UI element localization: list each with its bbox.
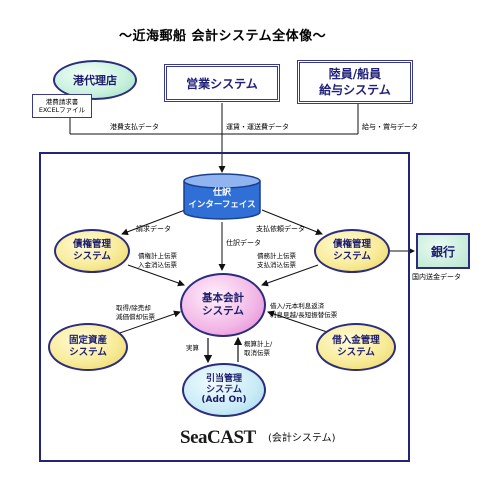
- provision-system-node: 引当管理 システム (Add On): [182, 363, 266, 417]
- core-line2: システム: [202, 305, 244, 317]
- loan-flow-line2: 利息見越/長短振替伝票: [270, 311, 338, 319]
- salary-flow-label: 給与・賞与データ: [362, 123, 418, 131]
- sales-system-label: 営業システム: [186, 76, 258, 91]
- fixed-flow-line2: 減価償却伝票: [116, 313, 155, 321]
- payable-line1: 債権管理: [332, 239, 371, 251]
- provision-line1: 引当管理: [205, 373, 242, 384]
- estimate-flow-line1: 概算計上/: [244, 340, 273, 348]
- payroll-line2: 給与システム: [319, 83, 391, 97]
- bank-label: 銀行: [430, 244, 455, 259]
- port-agent-label: 港代理店: [73, 74, 117, 87]
- port-agent-node: 港代理店: [53, 60, 137, 100]
- payable-to-core-arrow: [261, 264, 319, 287]
- loan-to-core-arrow: [267, 310, 331, 334]
- payable-line2: システム: [333, 251, 371, 262]
- payable-post-line1: 債務計上伝票: [257, 252, 296, 260]
- seacast-subtitle: (会計システム): [268, 433, 336, 444]
- interface-label-line1: 仕訳: [212, 188, 231, 198]
- fixed-line1: 固定資産: [68, 335, 107, 347]
- payable-post-line2: 支払消込伝票: [257, 261, 296, 269]
- receivable-line1: 債権管理: [72, 239, 111, 251]
- receivable-line2: システム: [73, 251, 111, 262]
- payment-request-label: 支払依頼データ: [256, 225, 305, 233]
- interface-to-payable-arrow: [261, 209, 323, 236]
- provision-line3: (Add On): [201, 395, 247, 406]
- core-accounting-node: 基本会計 システム: [180, 273, 266, 337]
- interface-cylinder: [183, 173, 261, 220]
- receivable-system-node: 債権管理 システム: [54, 229, 130, 273]
- receivable-post-line1: 債権計上伝票: [138, 252, 177, 260]
- domestic-transfer-label: 国内送金データ: [412, 273, 461, 281]
- loan-line2: システム: [337, 347, 375, 358]
- core-line1: 基本会計: [202, 291, 244, 304]
- fixed-line2: システム: [69, 347, 107, 358]
- freight-flow-label: 運賃・運送費データ: [226, 123, 289, 131]
- actual-flow-label: 実算: [186, 344, 199, 352]
- excel-invoice-card: 港費請求書 EXCELファイル: [32, 94, 92, 118]
- loan-flow-line1: 借入/元本利息返済: [270, 302, 325, 310]
- fixed-to-core-arrow: [113, 310, 181, 336]
- bank-node: 銀行: [416, 233, 470, 269]
- payroll-line1: 陸員/船員: [328, 66, 382, 81]
- loan-system-node: 借入金管理 システム: [316, 323, 396, 371]
- provision-line2: システム: [206, 384, 242, 395]
- interface-label-line2: インターフェイス: [188, 200, 256, 210]
- payroll-system-box: 陸員/船員 給与システム: [297, 60, 413, 104]
- port-fee-flow-label: 港費支払データ: [110, 123, 159, 131]
- seacast-logo: SeaCAST: [180, 427, 256, 448]
- receivable-to-core-arrow: [127, 264, 185, 287]
- fixed-asset-system-node: 固定資産 システム: [48, 323, 128, 371]
- sales-system-box: 営業システム: [164, 64, 280, 102]
- page-title: ～近海郵船 会計システム全体像～: [119, 29, 327, 44]
- loan-line1: 借入金管理: [332, 335, 380, 347]
- fixed-flow-line1: 取得/除売却: [116, 304, 151, 312]
- receivable-post-line2: 入金消込伝票: [138, 261, 177, 269]
- journal-data-label: 仕訳データ: [226, 239, 261, 247]
- excel-line2: EXCELファイル: [38, 106, 86, 114]
- invoice-data-label: 請求データ: [136, 225, 171, 233]
- excel-line1: 港費請求書: [45, 97, 79, 106]
- seacast-frame: [39, 152, 410, 462]
- payable-system-node: 債権管理 システム: [314, 229, 390, 273]
- estimate-flow-line2: 取消伝票: [244, 349, 270, 357]
- interface-to-receivable-arrow: [121, 209, 186, 236]
